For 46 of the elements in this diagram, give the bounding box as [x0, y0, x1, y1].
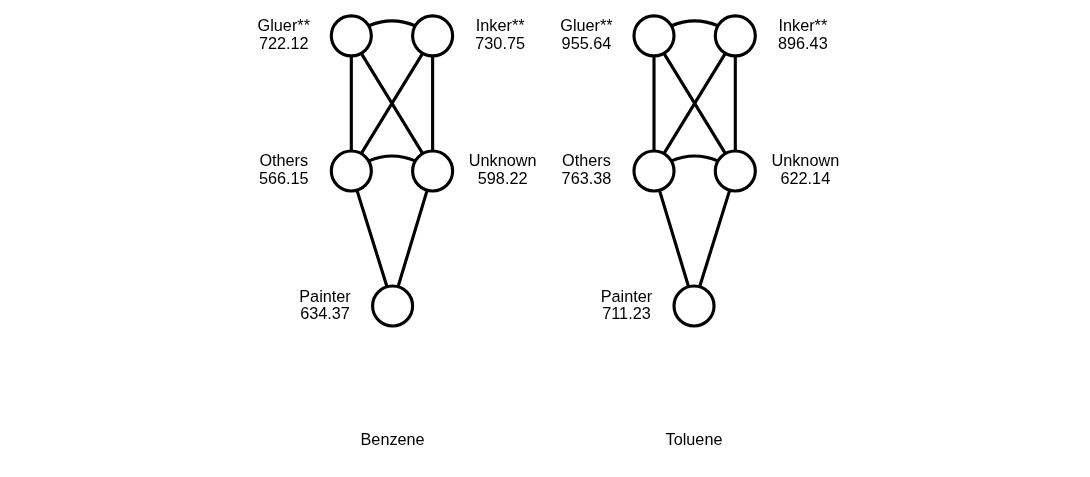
- node-circle: [671, 284, 716, 328]
- node-label: Gluer**: [257, 16, 310, 35]
- node-label: 634.37: [299, 304, 350, 323]
- node-label: 896.43: [777, 33, 828, 52]
- node-circle: [631, 149, 676, 193]
- node-label: Painter: [600, 286, 652, 305]
- node-label: 955.64: [561, 33, 611, 52]
- node-label: Others: [258, 151, 308, 170]
- label: Toluene: [665, 430, 722, 449]
- node-label: Inker**: [777, 16, 827, 35]
- node-circle: [631, 14, 676, 58]
- connector: [657, 190, 690, 287]
- node-circle: [713, 14, 757, 58]
- connector: [355, 190, 388, 287]
- connector: [396, 190, 429, 287]
- connector: [367, 154, 416, 163]
- connector: [430, 56, 434, 151]
- connector: [662, 52, 727, 155]
- connector: [670, 154, 718, 163]
- node-label: Unknown: [770, 151, 839, 170]
- node-label: Painter: [298, 286, 351, 305]
- node-circle: [410, 14, 454, 58]
- label: Benzene: [360, 430, 425, 449]
- node-label: 722.12: [258, 33, 309, 52]
- node-label: 598.22: [477, 168, 528, 187]
- node-label: 711.23: [601, 304, 651, 323]
- node-circle: [410, 149, 454, 193]
- connector: [359, 52, 424, 155]
- node-label: Gluer**: [559, 16, 613, 35]
- node-label: Others: [561, 151, 611, 170]
- connector: [670, 19, 718, 28]
- node-circle: [713, 149, 757, 193]
- node-label: Inker**: [475, 16, 525, 35]
- node-label: 566.15: [258, 168, 309, 187]
- connector: [733, 56, 737, 151]
- node-label: 730.75: [474, 33, 525, 52]
- node-circle: [329, 14, 373, 58]
- node-circle: [329, 149, 373, 193]
- connector: [697, 190, 731, 287]
- connector: [367, 19, 416, 28]
- node-label: Unknown: [468, 151, 537, 170]
- node-circle: [370, 284, 414, 328]
- connector: [651, 56, 656, 151]
- node-label: 763.38: [561, 168, 611, 187]
- connector: [349, 56, 353, 151]
- node-label: 622.14: [780, 168, 830, 187]
